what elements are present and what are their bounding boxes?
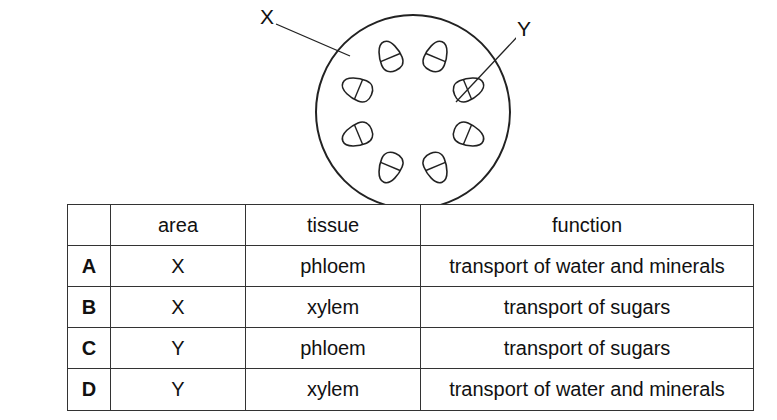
table-text: Y <box>171 378 184 401</box>
leader-line <box>276 24 350 56</box>
table-text: transport of sugars <box>504 337 671 360</box>
table-text: xylem <box>307 296 359 319</box>
vascular-bundle <box>374 149 406 186</box>
vascular-bundle <box>339 73 376 105</box>
table-text: Y <box>171 337 184 360</box>
table-cell: X <box>110 286 246 328</box>
table-text: transport of water and minerals <box>449 378 725 401</box>
column-header: function <box>552 214 622 237</box>
table-cell: Y <box>110 327 246 369</box>
callout-letter: Y <box>516 18 532 39</box>
vascular-bundle <box>420 38 452 75</box>
table-cell: function <box>420 204 754 246</box>
table-cell: D <box>67 368 111 411</box>
table-text: phloem <box>300 255 366 278</box>
table-cell: C <box>67 327 111 369</box>
table-cell: phloem <box>245 245 421 287</box>
table-cell: A <box>67 245 111 287</box>
table-cell: transport of sugars <box>420 286 754 328</box>
vascular-bundles <box>339 38 488 187</box>
callout-letter: X <box>259 6 275 27</box>
table-cell: transport of water and minerals <box>420 245 754 287</box>
column-header: tissue <box>307 214 359 237</box>
table-cell: B <box>67 286 111 328</box>
row-letter: A <box>82 255 96 278</box>
vascular-bundle <box>450 119 487 151</box>
table-cell <box>67 204 111 246</box>
table-cell: transport of water and minerals <box>420 368 754 411</box>
table-text: X <box>171 296 184 319</box>
vascular-bundle <box>339 119 376 151</box>
table-cell: phloem <box>245 327 421 369</box>
table-text: transport of sugars <box>504 296 671 319</box>
table-cell: area <box>110 204 246 246</box>
table-text: X <box>171 255 184 278</box>
row-letter: B <box>82 296 96 319</box>
column-header: area <box>158 214 198 237</box>
table-text: xylem <box>307 378 359 401</box>
table-cell: tissue <box>245 204 421 246</box>
table-cell: Y <box>110 368 246 411</box>
table-cell: transport of sugars <box>420 327 754 369</box>
table-text: phloem <box>300 337 366 360</box>
row-letter: D <box>82 378 96 401</box>
table-cell: X <box>110 245 246 287</box>
row-letter: C <box>82 337 96 360</box>
table-text: transport of water and minerals <box>449 255 725 278</box>
vascular-bundle <box>374 38 406 75</box>
table-cell: xylem <box>245 286 421 328</box>
table-cell: xylem <box>245 368 421 411</box>
leader-line <box>456 36 518 102</box>
vascular-bundle <box>420 149 452 186</box>
stem-outline <box>316 15 510 209</box>
